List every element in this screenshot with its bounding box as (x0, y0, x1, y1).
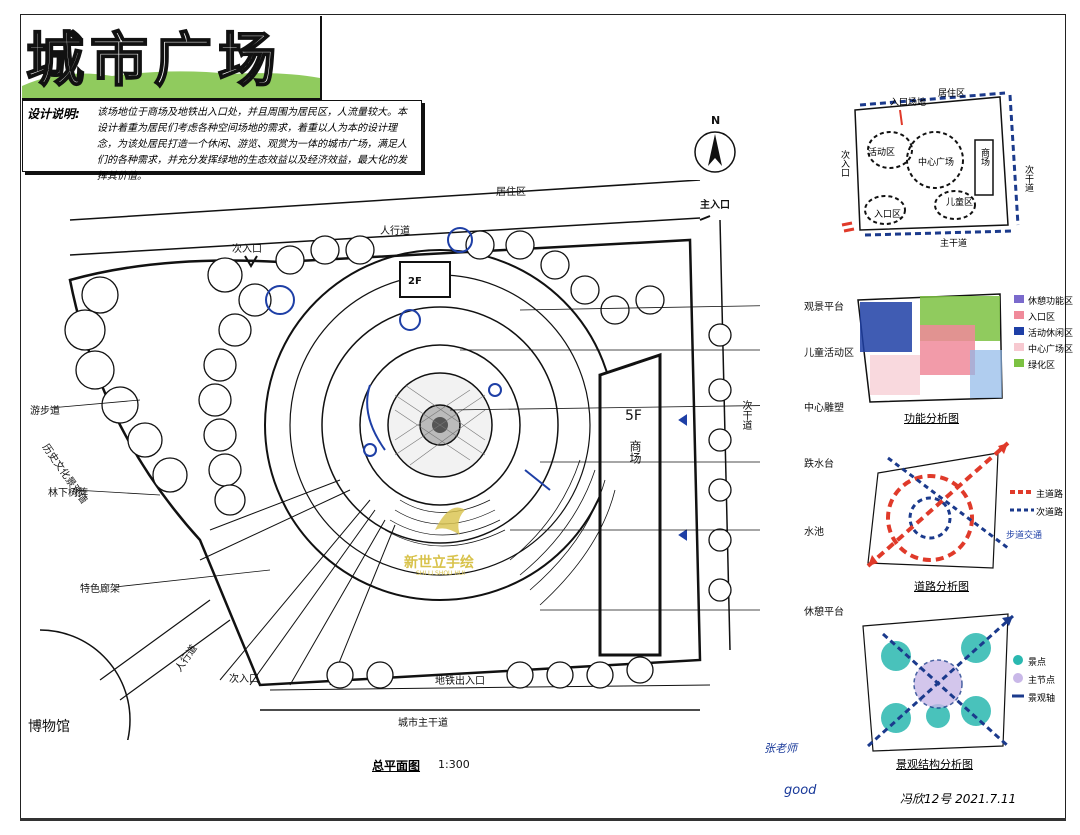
plan-label-sidewalk-top: 人行道 (380, 226, 410, 237)
author-signature: 冯欣12号 2021.7.11 (900, 792, 1017, 806)
plan-label-secondary-road: 次干道 (740, 400, 751, 430)
road-analysis-diagram (866, 441, 1010, 569)
d1-label-7: 次干道 (1023, 165, 1033, 192)
compass-label: N (711, 114, 721, 127)
plan-label-city-main-road: 城市主干道 (398, 718, 448, 729)
right-label-5: 水池 (804, 527, 824, 538)
d4-legend-3: 景观轴 (1028, 694, 1056, 704)
watermark-logo-icon (435, 507, 465, 535)
grader-comment: good (784, 783, 817, 798)
site-analysis-diagram (841, 91, 1020, 237)
d4-caption: 景观结构分析图 (896, 758, 973, 771)
d3-legend-2: 次道路 (1036, 508, 1064, 518)
north-arrow-icon (694, 131, 736, 173)
d2-legend-3: 活动休闲区 (1028, 329, 1074, 339)
d2-legend-2: 入口区 (1028, 313, 1056, 323)
plan-label-building-2f: 2F (408, 276, 422, 287)
d2-legend-1: 休憩功能区 (1028, 297, 1074, 307)
d1-label-6: 入口区 (874, 210, 902, 220)
d2-caption: 功能分析图 (904, 412, 959, 425)
description-label: 设计说明: (27, 107, 80, 121)
d1-label-4: 中心广场 (918, 158, 955, 168)
d2-legend-4: 中心广场区 (1028, 345, 1074, 355)
left-label-3: 林下树阵 (48, 488, 88, 499)
plan-label-mall-name: 商场 (628, 440, 642, 464)
plan-label-secondary-entrance-left: 次入口 (229, 674, 259, 685)
right-label-4: 跌水台 (804, 459, 834, 470)
d1-label-8: 主干道 (940, 239, 968, 249)
right-label-2: 儿童活动区 (804, 348, 854, 359)
plan-scale: 1:300 (438, 758, 470, 771)
bottom-rule (20, 818, 1066, 821)
function-analysis-diagram (857, 293, 1003, 403)
d3-legend-1: 主道路 (1036, 490, 1064, 500)
description-text: 该场地位于商场及地铁出入口处，并且周围为居民区，人流量较大。本设计着重为居民们考… (97, 107, 407, 182)
landscape-structure-diagram (862, 613, 1015, 752)
function-legend-swatches (1014, 295, 1024, 367)
d1-label-5: 商场 (979, 148, 989, 166)
watermark-name: 新世立手绘 (404, 555, 474, 571)
design-description-box: 设计说明: 该场地位于商场及地铁出入口处，并且周围为居民区，人流量较大。本设计着… (22, 100, 422, 182)
plan-label-museum: 博物馆 (28, 719, 70, 735)
d1-label-10: 次入口 (839, 150, 849, 177)
plan-caption: 总平面图 (372, 759, 421, 773)
d3-caption: 道路分析图 (914, 580, 969, 593)
plan-label-main-entrance: 主入口 (700, 200, 730, 211)
landscape-legend-swatches (1012, 655, 1024, 698)
site-plan-drawing (40, 180, 760, 740)
d3-legend-3: 步道交通 (1006, 531, 1043, 541)
left-label-1: 游步道 (30, 406, 60, 417)
right-label-1: 观景平台 (804, 302, 844, 313)
grader-note: 张老师 (764, 742, 797, 755)
d1-label-9: 儿童区 (946, 198, 974, 208)
road-legend-swatches (1010, 490, 1034, 512)
d4-legend-2: 主节点 (1028, 676, 1056, 686)
left-label-4: 特色廊架 (80, 584, 120, 595)
right-label-3: 中心雕塑 (804, 403, 844, 414)
plan-label-top-area: 居住区 (496, 187, 526, 198)
d1-label-2: 居住区 (938, 89, 966, 99)
plan-label-mall-floor: 5F (625, 408, 642, 424)
d1-label-1: 入口场地 (890, 98, 927, 108)
title-block: 城市广场 (22, 16, 322, 100)
title-green-wash (22, 71, 320, 98)
d1-label-3: 活动区 (868, 148, 896, 158)
plan-label-subway-entrance: 地铁出入口 (435, 676, 485, 687)
d4-legend-1: 景点 (1028, 658, 1047, 668)
right-label-6: 休憩平台 (804, 607, 844, 618)
watermark-sub: SHI LI SHOU HUI (416, 570, 466, 577)
plan-label-secondary-entrance: 次入口 (232, 244, 262, 255)
page-title: 城市广场 (25, 25, 283, 95)
d2-legend-5: 绿化区 (1028, 361, 1056, 371)
